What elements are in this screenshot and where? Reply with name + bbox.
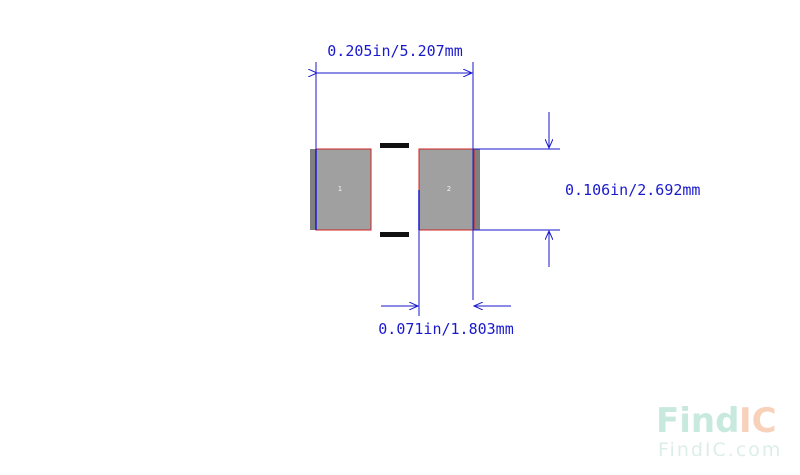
logo-subtext: FindIC.com bbox=[658, 439, 782, 461]
overall-height-label: 0.106in/2.692mm bbox=[565, 181, 700, 199]
pad-2 bbox=[418, 148, 475, 231]
silkscreen-top-marker bbox=[380, 143, 409, 148]
pad-width-label: 0.071in/1.803mm bbox=[378, 320, 513, 338]
logo-text-ic: IC bbox=[739, 401, 777, 441]
pad-1 bbox=[315, 148, 372, 231]
findic-logo: Find IC FindIC.com bbox=[656, 401, 782, 461]
pad-1-number: 1 bbox=[338, 185, 342, 193]
logo-text-find: Find bbox=[656, 401, 739, 441]
component-body-left-edge bbox=[310, 149, 317, 230]
silkscreen-bottom-marker bbox=[380, 232, 409, 237]
pad-2-number: 2 bbox=[447, 185, 451, 193]
overall-width-label: 0.205in/5.207mm bbox=[327, 42, 462, 60]
component-body-right-edge bbox=[473, 149, 480, 230]
